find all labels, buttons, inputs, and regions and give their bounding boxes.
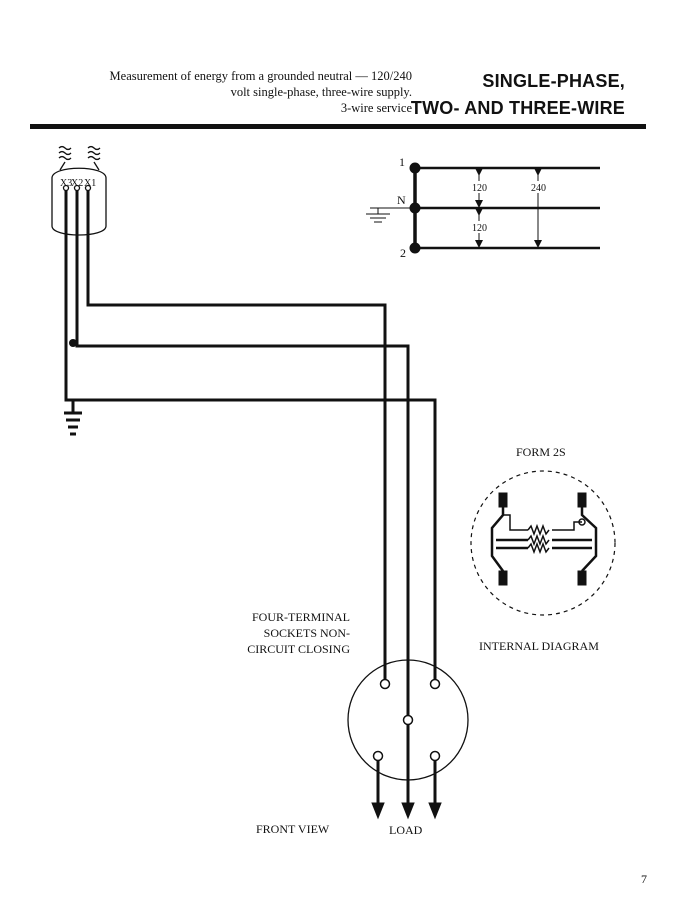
neutral-junction <box>69 339 77 347</box>
voltage-240: 240 <box>531 183 546 194</box>
meter-outline <box>470 470 616 616</box>
socket-label-line-2: SOCKETS NON- <box>263 626 350 640</box>
line-2-node <box>409 242 421 254</box>
bushing-icon <box>58 145 101 171</box>
line-1-label: 1 <box>399 155 405 169</box>
title-line-2: TWO- AND THREE-WIRE <box>410 98 625 118</box>
potential-coil <box>527 523 550 537</box>
socket-terminal-line-top-2 <box>429 678 441 690</box>
terminal-label-x3: X3 <box>60 178 73 189</box>
internal-diagram <box>470 470 616 616</box>
ground-icon <box>64 411 82 436</box>
front-view-label: FRONT VIEW <box>256 822 330 836</box>
wire-neutral <box>75 190 410 718</box>
current-coil-1 <box>527 533 550 547</box>
transformer <box>51 145 107 236</box>
voltage-120-lower: 120 <box>472 223 487 234</box>
line-2-label: 2 <box>400 246 406 260</box>
description-line-1: Measurement of energy from a grounded ne… <box>109 69 412 83</box>
header-rule <box>30 124 646 129</box>
page-number: 7 <box>641 872 647 886</box>
socket-label-line-3: CIRCUIT CLOSING <box>247 642 350 656</box>
socket-front-view <box>347 659 469 820</box>
service-wires <box>64 190 437 718</box>
description-line-2: volt single-phase, three-wire supply. <box>230 85 412 99</box>
load-arrow-icon <box>371 802 385 820</box>
internal-diagram-caption: INTERNAL DIAGRAM <box>479 639 599 653</box>
socket-terminal-line-top <box>379 678 391 690</box>
terminal-label-x1: X1 <box>84 178 97 189</box>
voltage-120-upper: 120 <box>472 183 487 194</box>
wire-line-2 <box>64 190 437 668</box>
socket-label: FOUR-TERMINAL SOCKETS NON- CIRCUIT CLOSI… <box>247 609 350 657</box>
wire-line-1 <box>86 190 387 668</box>
form-label: FORM 2S <box>516 445 566 459</box>
socket-terminal-neutral <box>402 714 414 726</box>
neutral-label: N <box>397 193 406 207</box>
load-arrow-icon <box>401 802 415 820</box>
socket-terminal-load-1 <box>372 750 384 762</box>
header-description: Measurement of energy from a grounded ne… <box>82 68 412 116</box>
socket-terminal-load-2 <box>429 750 441 762</box>
load-arrow-icon <box>428 802 442 820</box>
title-line-1: SINGLE-PHASE, <box>482 71 625 91</box>
socket-label-line-1: FOUR-TERMINAL <box>252 610 350 624</box>
load-label: LOAD <box>389 823 423 837</box>
voltage-diagram <box>366 162 600 254</box>
transformer-tank <box>51 167 107 236</box>
line-1-node <box>409 162 421 174</box>
terminal-label-x2: X2 <box>71 178 84 189</box>
page-title: SINGLE-PHASE, TWO- AND THREE-WIRE <box>411 68 625 122</box>
current-coil-2 <box>527 541 550 555</box>
description-line-3: 3-wire service <box>340 101 412 115</box>
